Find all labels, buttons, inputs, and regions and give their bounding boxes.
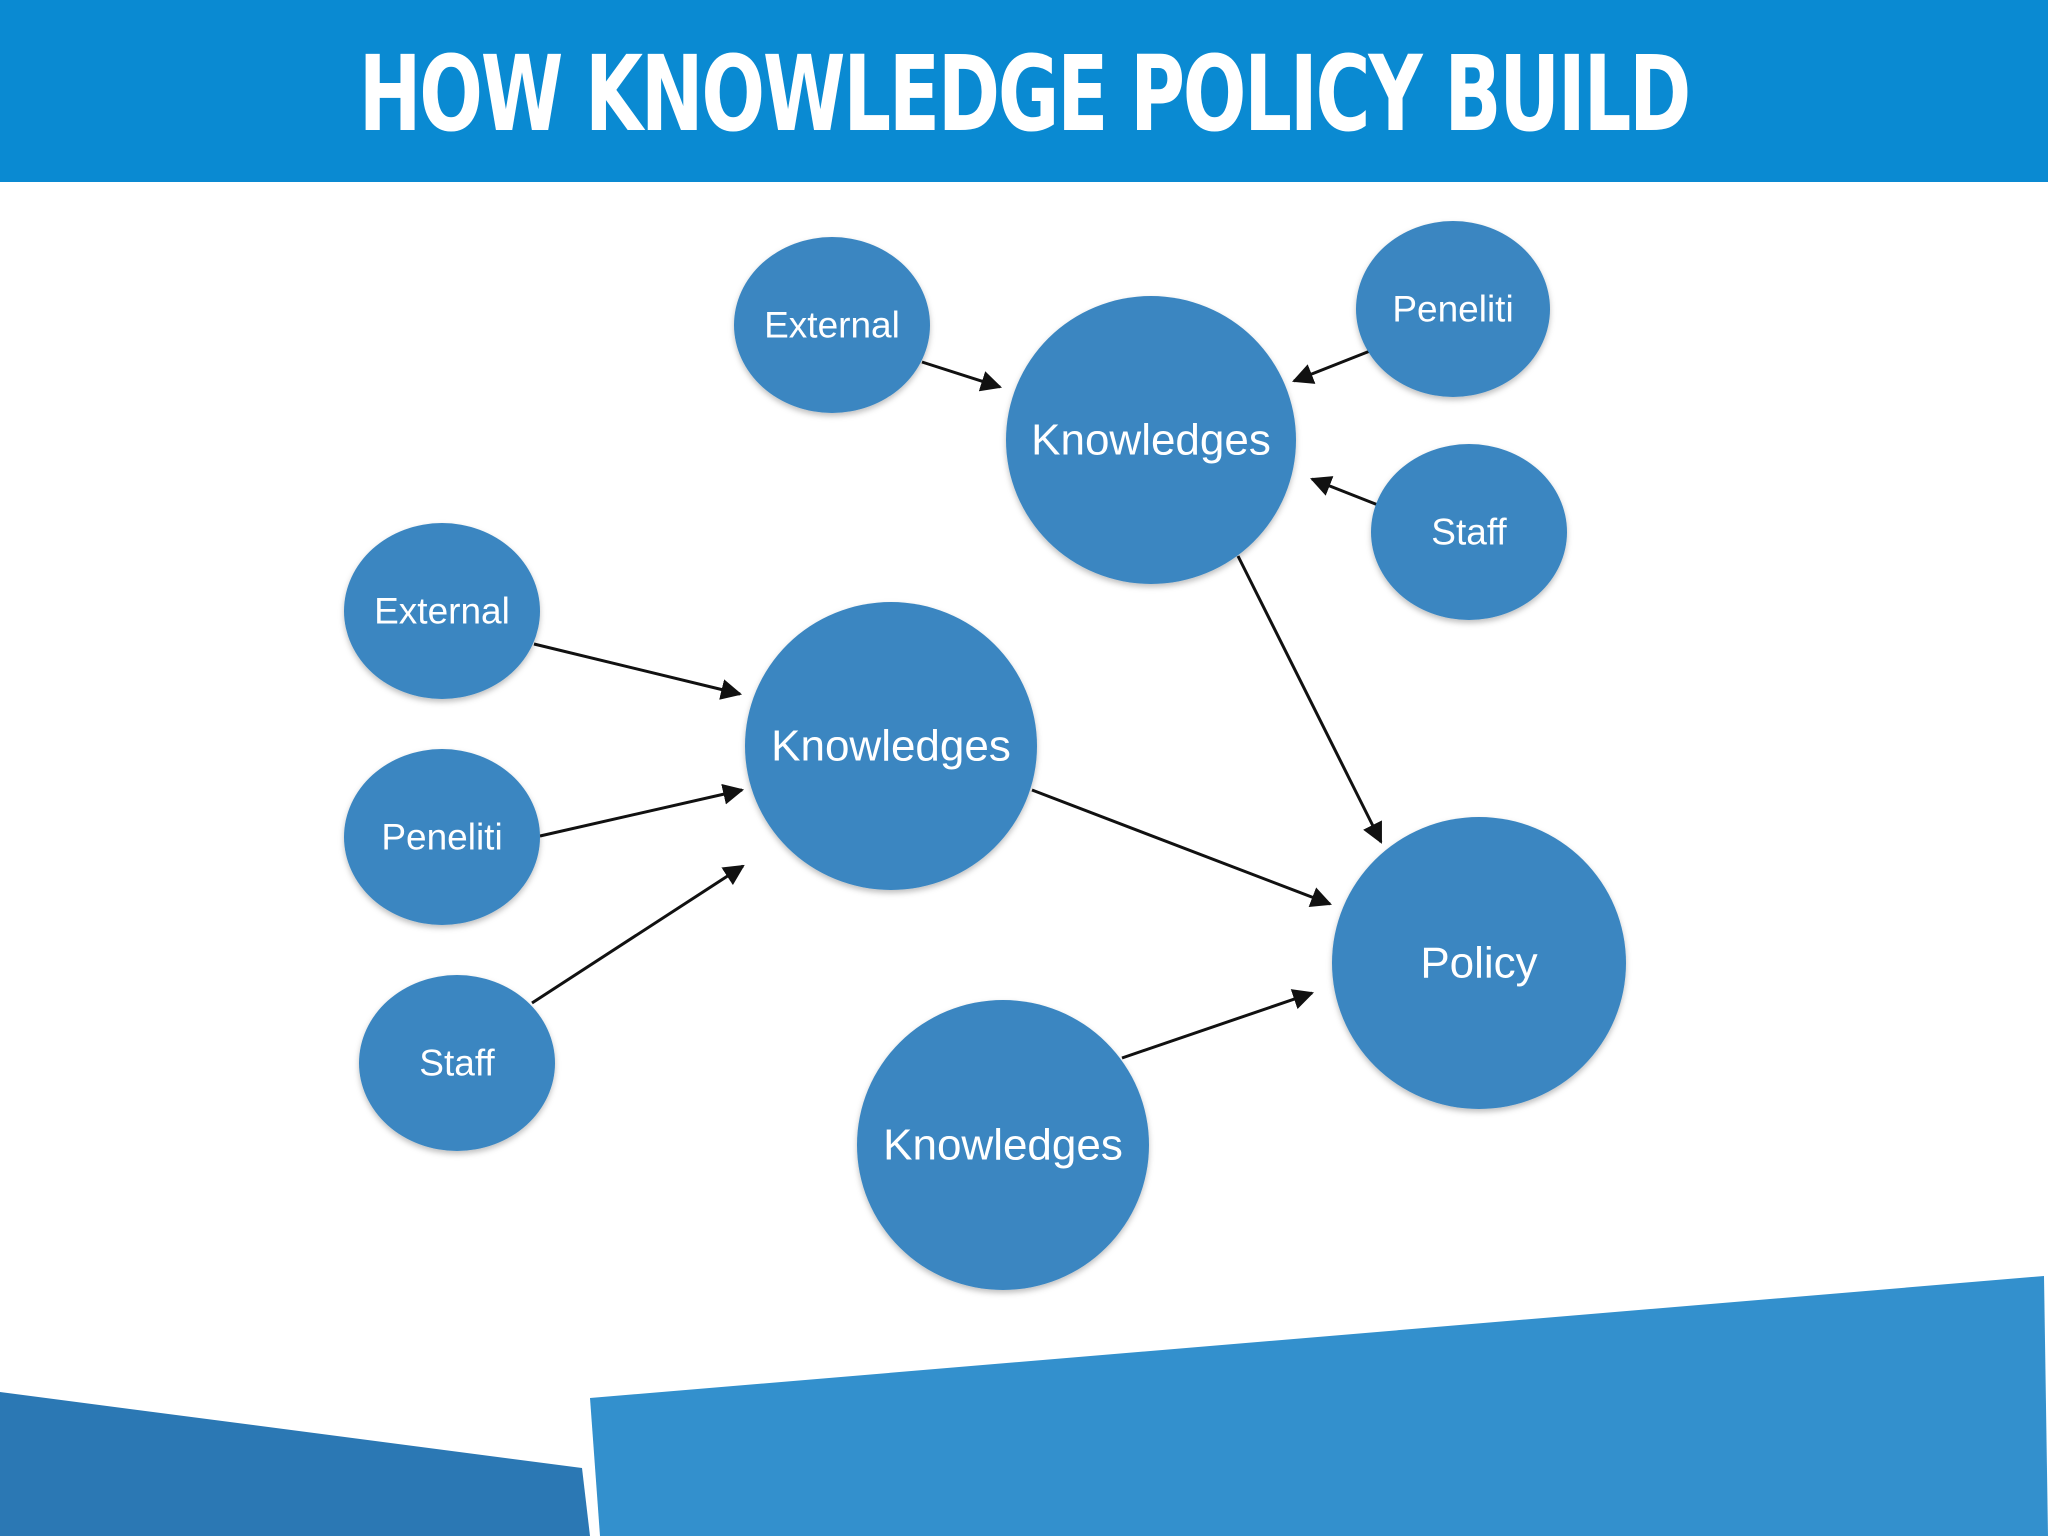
node-label: Knowledges (1031, 416, 1271, 465)
node-label: Peneliti (1392, 289, 1513, 330)
node-peneliti-top: Peneliti (1356, 221, 1550, 397)
page-title: HOW KNOWLEDGE POLICY BUILD (358, 33, 1692, 155)
edge-knowledges-bottom-to-policy (1121, 989, 1314, 1060)
node-label: External (764, 305, 900, 346)
node-label: External (374, 591, 510, 632)
node-knowledges-middle: Knowledges (745, 602, 1037, 890)
node-external-middle: External (344, 523, 540, 699)
edge-external-to-knowledges-top (921, 360, 1002, 392)
node-staff-top: Staff (1371, 444, 1567, 620)
node-label: Knowledges (771, 722, 1011, 771)
edge-peneliti-to-knowledges-middle (539, 783, 745, 838)
edge-external-to-knowledges-middle (533, 642, 743, 700)
node-knowledges-top: Knowledges (1006, 296, 1296, 584)
edge-knowledges-middle-to-policy (1031, 788, 1332, 908)
node-label: Peneliti (381, 817, 502, 858)
node-staff-middle: Staff (359, 975, 555, 1151)
node-knowledges-bottom: Knowledges (857, 1000, 1149, 1290)
node-label: Knowledges (883, 1121, 1123, 1170)
edge-knowledges-top-to-policy (1236, 555, 1383, 844)
node-peneliti-middle: Peneliti (344, 749, 540, 925)
node-label: Policy (1420, 939, 1537, 988)
title-bar: HOW KNOWLEDGE POLICY BUILD (0, 0, 2048, 182)
edge-staff-to-knowledges-middle (531, 864, 745, 1005)
node-policy: Policy (1332, 817, 1626, 1109)
node-external-top: External (734, 237, 930, 413)
node-label: Staff (1431, 512, 1507, 553)
node-label: Staff (419, 1043, 495, 1084)
edge-staff-to-knowledges-top (1310, 476, 1379, 507)
footer-shape-left (0, 1392, 590, 1536)
footer-shape-right (590, 1276, 2048, 1536)
edge-peneliti-to-knowledges-top (1292, 349, 1371, 384)
